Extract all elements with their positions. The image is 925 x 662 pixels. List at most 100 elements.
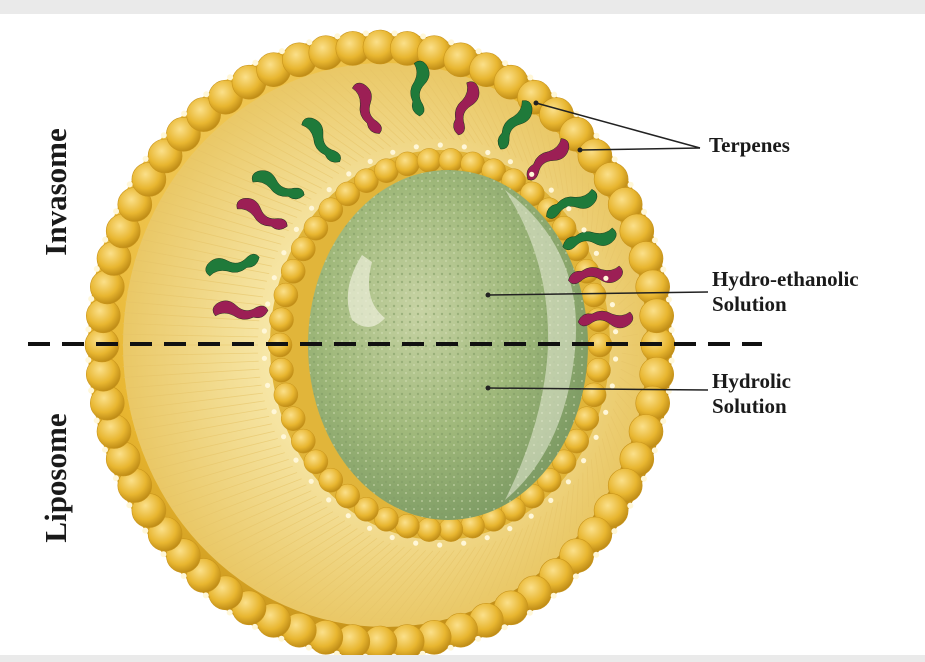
membrane-dot [142, 528, 148, 534]
inner-lipid-head [291, 429, 315, 453]
membrane-dot [334, 33, 340, 39]
membrane-dot [613, 329, 618, 334]
membrane-dot [346, 513, 351, 518]
membrane-dot [549, 188, 554, 193]
membrane-dot [448, 39, 454, 45]
membrane-dot [581, 458, 586, 463]
membrane-dot [594, 435, 599, 440]
inner-lipid-head [304, 450, 328, 474]
terpenes-callout: Terpenes [709, 133, 790, 158]
inner-lipid-head [582, 383, 606, 407]
membrane-dot [529, 172, 534, 177]
membrane-dot [252, 60, 258, 66]
membrane-dot [603, 410, 608, 415]
membrane-dot [181, 111, 187, 117]
lipid-head [90, 386, 124, 420]
hydrolic-leader-dot [486, 386, 491, 391]
membrane-dot [272, 409, 277, 414]
membrane-dot [227, 74, 233, 80]
membrane-dot [392, 30, 398, 36]
membrane-dot [613, 356, 618, 361]
membrane-dot [363, 30, 369, 36]
membrane-dot [548, 498, 553, 503]
membrane-dot [203, 91, 209, 97]
membrane-dot [346, 171, 351, 176]
terpenes-leader-dot-2 [578, 148, 583, 153]
membrane-dot [102, 447, 108, 453]
membrane-dot [143, 156, 149, 162]
inner-lipid-head [281, 407, 305, 431]
membrane-dot [669, 327, 675, 333]
inner-lipid-head [281, 259, 305, 283]
membrane-dot [448, 645, 454, 651]
inner-lipid-head [395, 152, 419, 176]
membrane-dot [593, 552, 599, 558]
membrane-dot [94, 266, 100, 272]
lipid-head [640, 357, 674, 391]
lipid-head [636, 386, 670, 420]
inner-lipid-head [291, 237, 315, 261]
membrane-dot [262, 328, 267, 333]
membrane-dot [126, 502, 132, 508]
membrane-dot [551, 92, 557, 98]
lipid-head [86, 299, 120, 333]
membrane-dot [438, 142, 443, 147]
hydro-ethanolic-line2: Solution [712, 292, 859, 317]
membrane-dot [113, 475, 119, 481]
membrane-dot [85, 357, 91, 363]
membrane-dot [265, 383, 270, 388]
membrane-dot [88, 296, 94, 302]
hydrolic-line2: Solution [712, 394, 791, 419]
membrane-dot [309, 479, 314, 484]
lipid-head [97, 415, 131, 449]
inner-lipid-head [395, 514, 419, 538]
membrane-dot [161, 551, 167, 557]
hydro-ethanolic-callout: Hydro-ethanolic Solution [712, 267, 859, 317]
lipid-head [636, 270, 670, 304]
membrane-dot [306, 39, 312, 45]
lipid-head [86, 357, 120, 391]
membrane-dot [181, 573, 187, 579]
membrane-dot [306, 645, 312, 651]
membrane-dot [628, 182, 634, 188]
membrane-dot [281, 250, 286, 255]
hydro-ethanolic-line1: Hydro-ethanolic [712, 267, 859, 292]
membrane-dot [660, 267, 666, 273]
membrane-dot [527, 75, 533, 81]
membrane-dot [551, 593, 557, 599]
membrane-dot [502, 624, 508, 630]
membrane-dot [262, 356, 267, 361]
membrane-dot [293, 458, 298, 463]
inner-lipid-head [439, 518, 463, 542]
membrane-dot [88, 388, 94, 394]
membrane-dot [610, 302, 615, 307]
membrane-dot [581, 227, 586, 232]
liposome-label: Liposome [38, 348, 74, 608]
membrane-dot [476, 48, 482, 54]
membrane-dot [508, 159, 513, 164]
membrane-dot [627, 503, 633, 509]
membrane-dot [265, 301, 270, 306]
lipid-head [90, 270, 124, 304]
membrane-dot [566, 206, 571, 211]
membrane-dot [294, 227, 299, 232]
membrane-dot [611, 528, 617, 534]
membrane-dot [390, 150, 395, 155]
membrane-dot [281, 434, 286, 439]
inner-lipid-head [270, 308, 294, 332]
membrane-dot [309, 206, 314, 211]
membrane-dot [390, 535, 395, 540]
membrane-dot [652, 447, 658, 453]
membrane-dot [420, 33, 426, 39]
inner-lipid-head [582, 283, 606, 307]
membrane-dot [94, 418, 100, 424]
membrane-dot [485, 535, 490, 540]
membrane-dot [227, 610, 233, 616]
terpenes-leader-dot-1 [534, 101, 539, 106]
inner-lipid-head [575, 407, 599, 431]
membrane-dot [414, 144, 419, 149]
membrane-dot [660, 418, 666, 424]
membrane-dot [462, 144, 467, 149]
lipid-head [629, 242, 663, 276]
